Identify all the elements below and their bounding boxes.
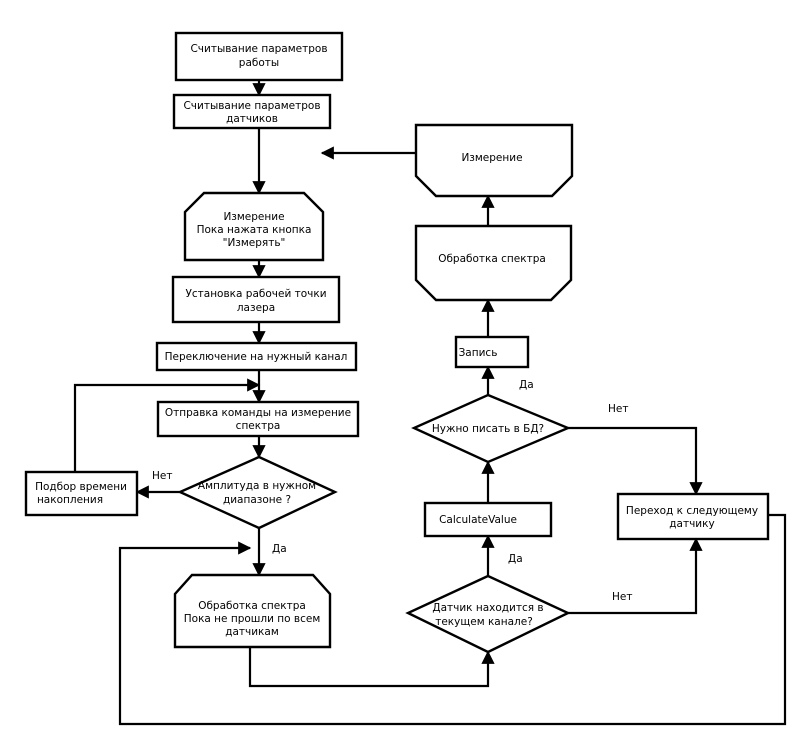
node-measure-loop-end: Измерение (414, 123, 574, 198)
svg-text:Нужно писать в БД?: Нужно писать в БД? (432, 423, 544, 435)
svg-text:датчикам: датчикам (225, 626, 279, 638)
svg-text:Обработка спектра: Обработка спектра (438, 253, 546, 265)
node-measure-loop-start: Измерение Пока нажата кнопка "Измерять" (183, 191, 325, 262)
svg-text:Подбор времени: Подбор времени (35, 481, 127, 493)
svg-text:Датчик находится в: Датчик находится в (432, 602, 543, 614)
node-spectrum-loop-start: Обработка спектра Пока не прошли по всем… (173, 573, 332, 649)
node-set-laser-point: Установка рабочей точки лазера (171, 275, 341, 324)
node-amplitude-check: Амплитуда в нужном диапазоне ? (177, 455, 338, 530)
node-need-write-db: Нужно писать в БД? (411, 393, 572, 464)
svg-text:Амплитуда в нужном: Амплитуда в нужном (198, 480, 316, 492)
edge-db-no (568, 426, 703, 496)
svg-text:накопления: накопления (37, 494, 103, 506)
svg-text:Переход к следующему: Переход к следующему (626, 505, 758, 517)
edge-sensor-no (568, 537, 703, 615)
svg-text:датчиков: датчиков (226, 113, 278, 125)
edges (73, 80, 787, 726)
node-adjust-accumulation: Подбор времени накопления (24, 470, 139, 517)
label-db-yes: Да (519, 379, 534, 391)
svg-text:Запись: Запись (459, 347, 498, 359)
svg-text:Обработка спектра: Обработка спектра (198, 600, 306, 612)
label-db-no: Нет (608, 403, 628, 415)
svg-text:спектра: спектра (236, 420, 281, 432)
svg-text:Пока нажата кнопка: Пока нажата кнопка (197, 224, 312, 236)
svg-text:"Измерять": "Измерять" (223, 237, 286, 249)
svg-text:диапазоне ?: диапазоне ? (223, 494, 291, 506)
svg-text:датчику: датчику (669, 518, 714, 530)
svg-text:Считывание параметров: Считывание параметров (183, 100, 320, 112)
node-write-record: Запись (454, 335, 530, 369)
node-spectrum-loop-end: Обработка спектра (414, 224, 573, 302)
edge-spectrum-loop-to-sensor-check (248, 647, 495, 688)
svg-text:работы: работы (239, 57, 279, 69)
node-send-measure-cmd: Отправка команды на измерение спектра (156, 400, 360, 438)
node-read-work-params: Считывание параметров работы (174, 31, 344, 82)
svg-text:Переключение на нужный канал: Переключение на нужный канал (165, 351, 348, 363)
node-switch-channel: Переключение на нужный канал (155, 341, 358, 372)
svg-text:Отправка команды на измерение: Отправка команды на измерение (165, 407, 351, 419)
svg-text:Пока не прошли по всем: Пока не прошли по всем (184, 613, 321, 625)
label-sensor-yes: Да (508, 553, 523, 565)
edge-adjust-back-to-send-cmd (73, 378, 261, 472)
svg-text:лазера: лазера (237, 302, 275, 314)
node-next-sensor: Переход к следующему датчику (616, 492, 770, 541)
svg-text:CalculateValue: CalculateValue (439, 514, 517, 526)
node-read-sensor-params: Считывание параметров датчиков (172, 93, 332, 130)
svg-text:Измерение: Измерение (223, 211, 284, 223)
svg-text:Установка рабочей точки: Установка рабочей точки (185, 288, 326, 300)
svg-text:текущем канале?: текущем канале? (435, 616, 533, 628)
label-sensor-no: Нет (612, 591, 632, 603)
svg-text:Считывание параметров: Считывание параметров (190, 43, 327, 55)
svg-text:Измерение: Измерение (461, 152, 522, 164)
node-calculate-value: CalculateValue (423, 501, 553, 538)
edge-next-sensor-loop-back (118, 513, 787, 726)
node-sensor-in-channel: Датчик находится в текущем канале? (405, 574, 571, 654)
label-amplitude-no: Нет (152, 470, 172, 482)
label-amplitude-yes: Да (272, 543, 287, 555)
